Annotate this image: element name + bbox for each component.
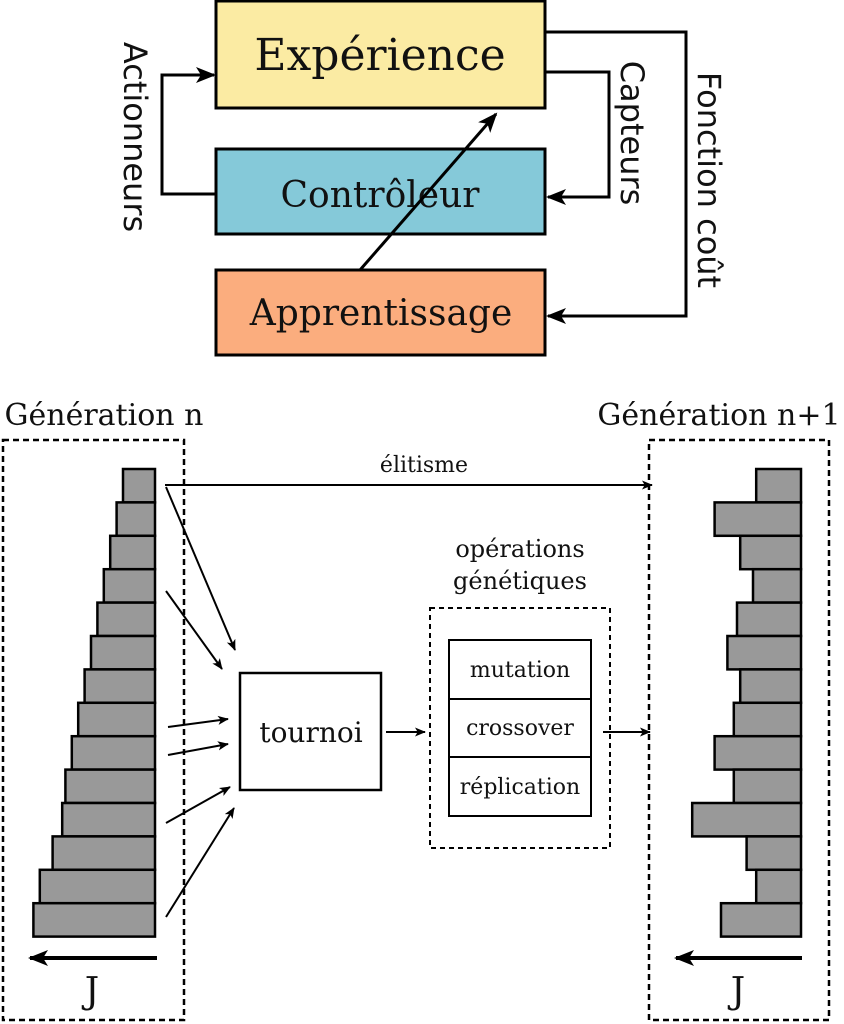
individual-bar-gen-n (102, 567, 157, 604)
learning-update-arrow (358, 112, 498, 271)
individual-bar-gen-n (38, 868, 157, 905)
capteurs-label: Capteurs (613, 61, 651, 206)
generation-n-frame (1, 438, 186, 1022)
individual-bar-gen-n (96, 601, 157, 638)
operations-title-line1: opérations (455, 535, 584, 563)
elitisme-label: élitisme (380, 453, 468, 478)
generation-n-label: Génération n (5, 398, 204, 433)
tournament-input-arrow (165, 486, 236, 651)
individual-bar-gen-n1 (719, 901, 803, 938)
operations-title-line2: génétiques (453, 567, 587, 595)
individual-bar-gen-n (70, 734, 157, 771)
experience-box (214, 0, 547, 110)
individual-bar-gen-n1 (745, 835, 803, 872)
individual-bar-gen-n1 (735, 601, 803, 638)
individual-bar-gen-n1 (713, 734, 803, 771)
operations-stack (448, 639, 592, 817)
individual-bar-gen-n1 (754, 467, 803, 504)
individual-bar-gen-n (108, 534, 157, 571)
fonction-cout-label: Fonction coût (690, 72, 728, 288)
capteurs-arrow (545, 70, 611, 205)
individual-bar-gen-n (64, 768, 157, 805)
j-axis-right-label: J (727, 971, 745, 1012)
tournoi-box (238, 671, 383, 792)
individual-bar-gen-n1 (732, 768, 803, 805)
individual-bar-gen-n (51, 835, 157, 872)
op-replication-label: réplication (460, 775, 580, 800)
apprentissage-box (214, 268, 547, 357)
tournament-input-arrows (165, 486, 236, 918)
tournament-input-arrow (165, 786, 231, 824)
individual-bar-gen-n (89, 634, 157, 671)
individual-bar-gen-n1 (751, 567, 803, 604)
individual-bar-gen-n1 (738, 534, 803, 571)
generation-n1-population (690, 467, 803, 938)
tournament-input-arrow (165, 590, 223, 670)
operations-frame (429, 607, 611, 849)
tournoi-label: tournoi (259, 716, 362, 749)
tournament-input-arrow (167, 715, 229, 728)
actionneurs-label: Actionneurs (116, 42, 154, 232)
individual-bar-gen-n (115, 501, 157, 538)
actionneurs-arrow (160, 67, 216, 196)
j-axis-left-label: J (81, 971, 99, 1012)
op-mutation-label: mutation (470, 658, 570, 683)
individual-bar-gen-n (121, 467, 157, 504)
experience-label: Expérience (254, 30, 505, 81)
apprentissage-label: Apprentissage (249, 293, 513, 334)
generation-n-population (32, 467, 157, 938)
individual-bar-gen-n1 (754, 868, 803, 905)
individual-bar-gen-n (83, 668, 157, 705)
individual-bar-gen-n1 (726, 634, 803, 671)
individual-bar-gen-n1 (732, 701, 803, 738)
individual-bar-gen-n1 (738, 668, 803, 705)
generation-n1-label: Génération n+1 (597, 398, 840, 433)
control-loop-diagram: Expérience Contrôleur Apprentissage Acti… (116, 0, 728, 357)
controleur-label: Contrôleur (281, 175, 481, 216)
individual-bar-gen-n (32, 901, 157, 938)
individual-bar-gen-n1 (690, 801, 803, 838)
tournament-input-arrow (167, 741, 229, 756)
controleur-box (214, 147, 547, 236)
fonction-cout-arrow (545, 30, 688, 324)
individual-bar-gen-n1 (713, 501, 803, 538)
tournament-input-arrow (165, 807, 235, 918)
op-crossover-label: crossover (466, 716, 574, 741)
genetic-algorithm-diagram: Génération n Génération n+1 J J élitisme… (1, 398, 841, 1022)
individual-bar-gen-n (60, 801, 157, 838)
individual-bar-gen-n (76, 701, 157, 738)
